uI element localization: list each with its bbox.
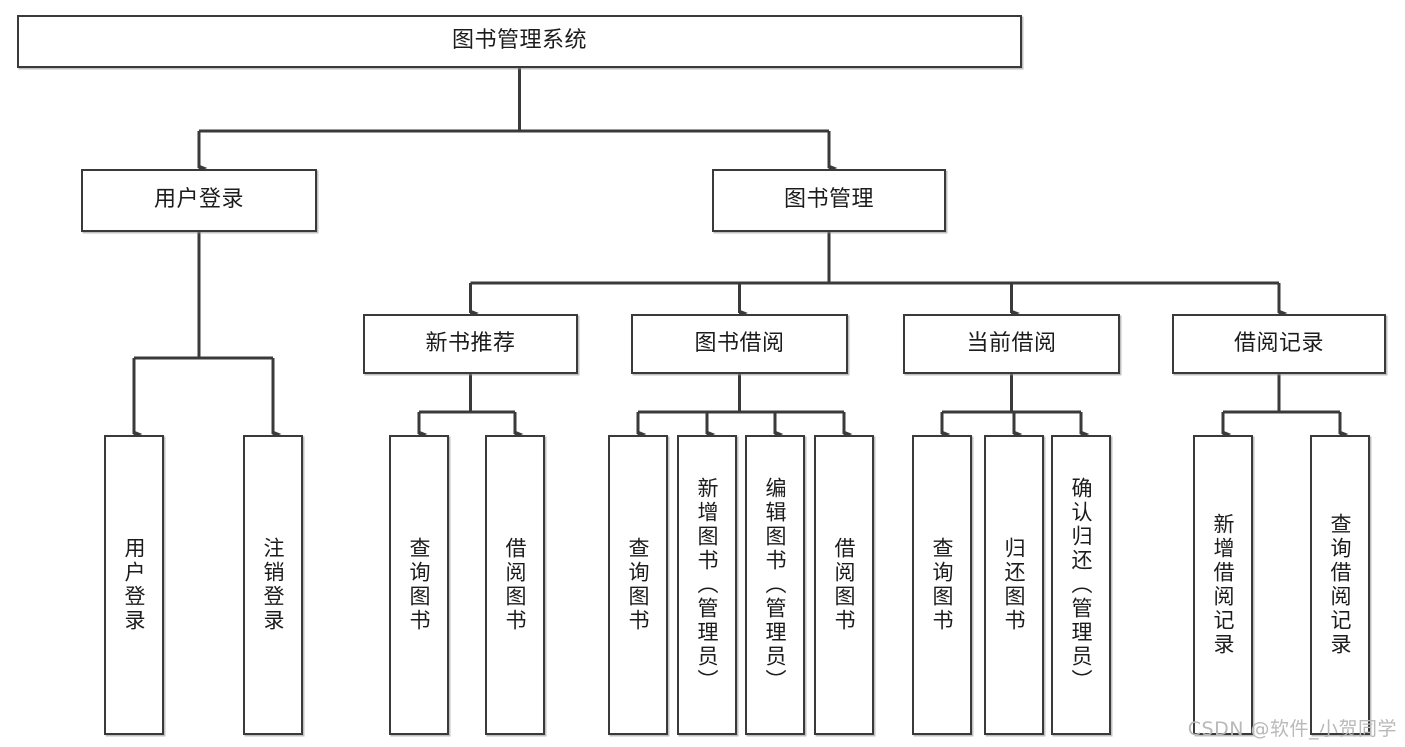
node-book-borrow-label: 图书借阅 [694, 330, 785, 356]
node-leaf-query-book-2-label: 查询图书 [626, 537, 651, 633]
node-borrow-record-label: 借阅记录 [1233, 330, 1324, 356]
node-leaf-query-book-3[interactable]: 查询图书 [912, 435, 972, 735]
node-root[interactable]: 图书管理系统 [17, 15, 1022, 68]
node-leaf-query-book-3-label: 查询图书 [930, 537, 955, 633]
node-leaf-logout[interactable]: 注销登录 [243, 435, 303, 735]
node-user-login-label: 用户登录 [153, 187, 244, 213]
node-leaf-query-record[interactable]: 查询借阅记录 [1310, 435, 1370, 735]
node-leaf-add-book-label: 新增图书（管理员） [695, 477, 720, 693]
node-book-borrow[interactable]: 图书借阅 [631, 314, 848, 374]
node-root-label: 图书管理系统 [451, 28, 587, 54]
node-book-manage-label: 图书管理 [783, 187, 874, 213]
node-new-book-rec[interactable]: 新书推荐 [363, 314, 578, 374]
node-leaf-query-book-1[interactable]: 查询图书 [389, 435, 449, 735]
node-leaf-user-login[interactable]: 用户登录 [104, 435, 164, 735]
node-leaf-edit-book-label: 编辑图书（管理员） [763, 477, 788, 693]
node-leaf-confirm-return[interactable]: 确认归还（管理员） [1051, 435, 1111, 735]
node-new-book-rec-label: 新书推荐 [425, 330, 516, 356]
csdn-watermark: CSDN @软件_小贺同学 [1187, 718, 1397, 740]
node-leaf-borrow-book-2-label: 借阅图书 [832, 537, 857, 633]
node-leaf-logout-label: 注销登录 [261, 537, 286, 633]
node-leaf-confirm-return-label: 确认归还（管理员） [1069, 477, 1094, 693]
node-leaf-add-book[interactable]: 新增图书（管理员） [677, 435, 737, 735]
node-leaf-add-record-label: 新增借阅记录 [1211, 513, 1236, 657]
node-current-borrow-label: 当前借阅 [966, 330, 1057, 356]
node-leaf-user-login-label: 用户登录 [122, 537, 147, 633]
node-user-login[interactable]: 用户登录 [81, 169, 317, 232]
node-leaf-edit-book[interactable]: 编辑图书（管理员） [745, 435, 805, 735]
node-leaf-return-book[interactable]: 归还图书 [984, 435, 1044, 735]
node-leaf-borrow-book-1[interactable]: 借阅图书 [485, 435, 545, 735]
node-current-borrow[interactable]: 当前借阅 [903, 314, 1120, 374]
node-leaf-query-book-2[interactable]: 查询图书 [608, 435, 668, 735]
node-leaf-borrow-book-1-label: 借阅图书 [503, 537, 528, 633]
node-borrow-record[interactable]: 借阅记录 [1172, 314, 1386, 374]
node-leaf-add-record[interactable]: 新增借阅记录 [1193, 435, 1253, 735]
node-book-manage[interactable]: 图书管理 [712, 169, 946, 232]
node-leaf-return-book-label: 归还图书 [1002, 537, 1027, 633]
node-leaf-query-book-1-label: 查询图书 [407, 537, 432, 633]
node-leaf-borrow-book-2[interactable]: 借阅图书 [814, 435, 874, 735]
node-leaf-query-record-label: 查询借阅记录 [1328, 513, 1353, 657]
